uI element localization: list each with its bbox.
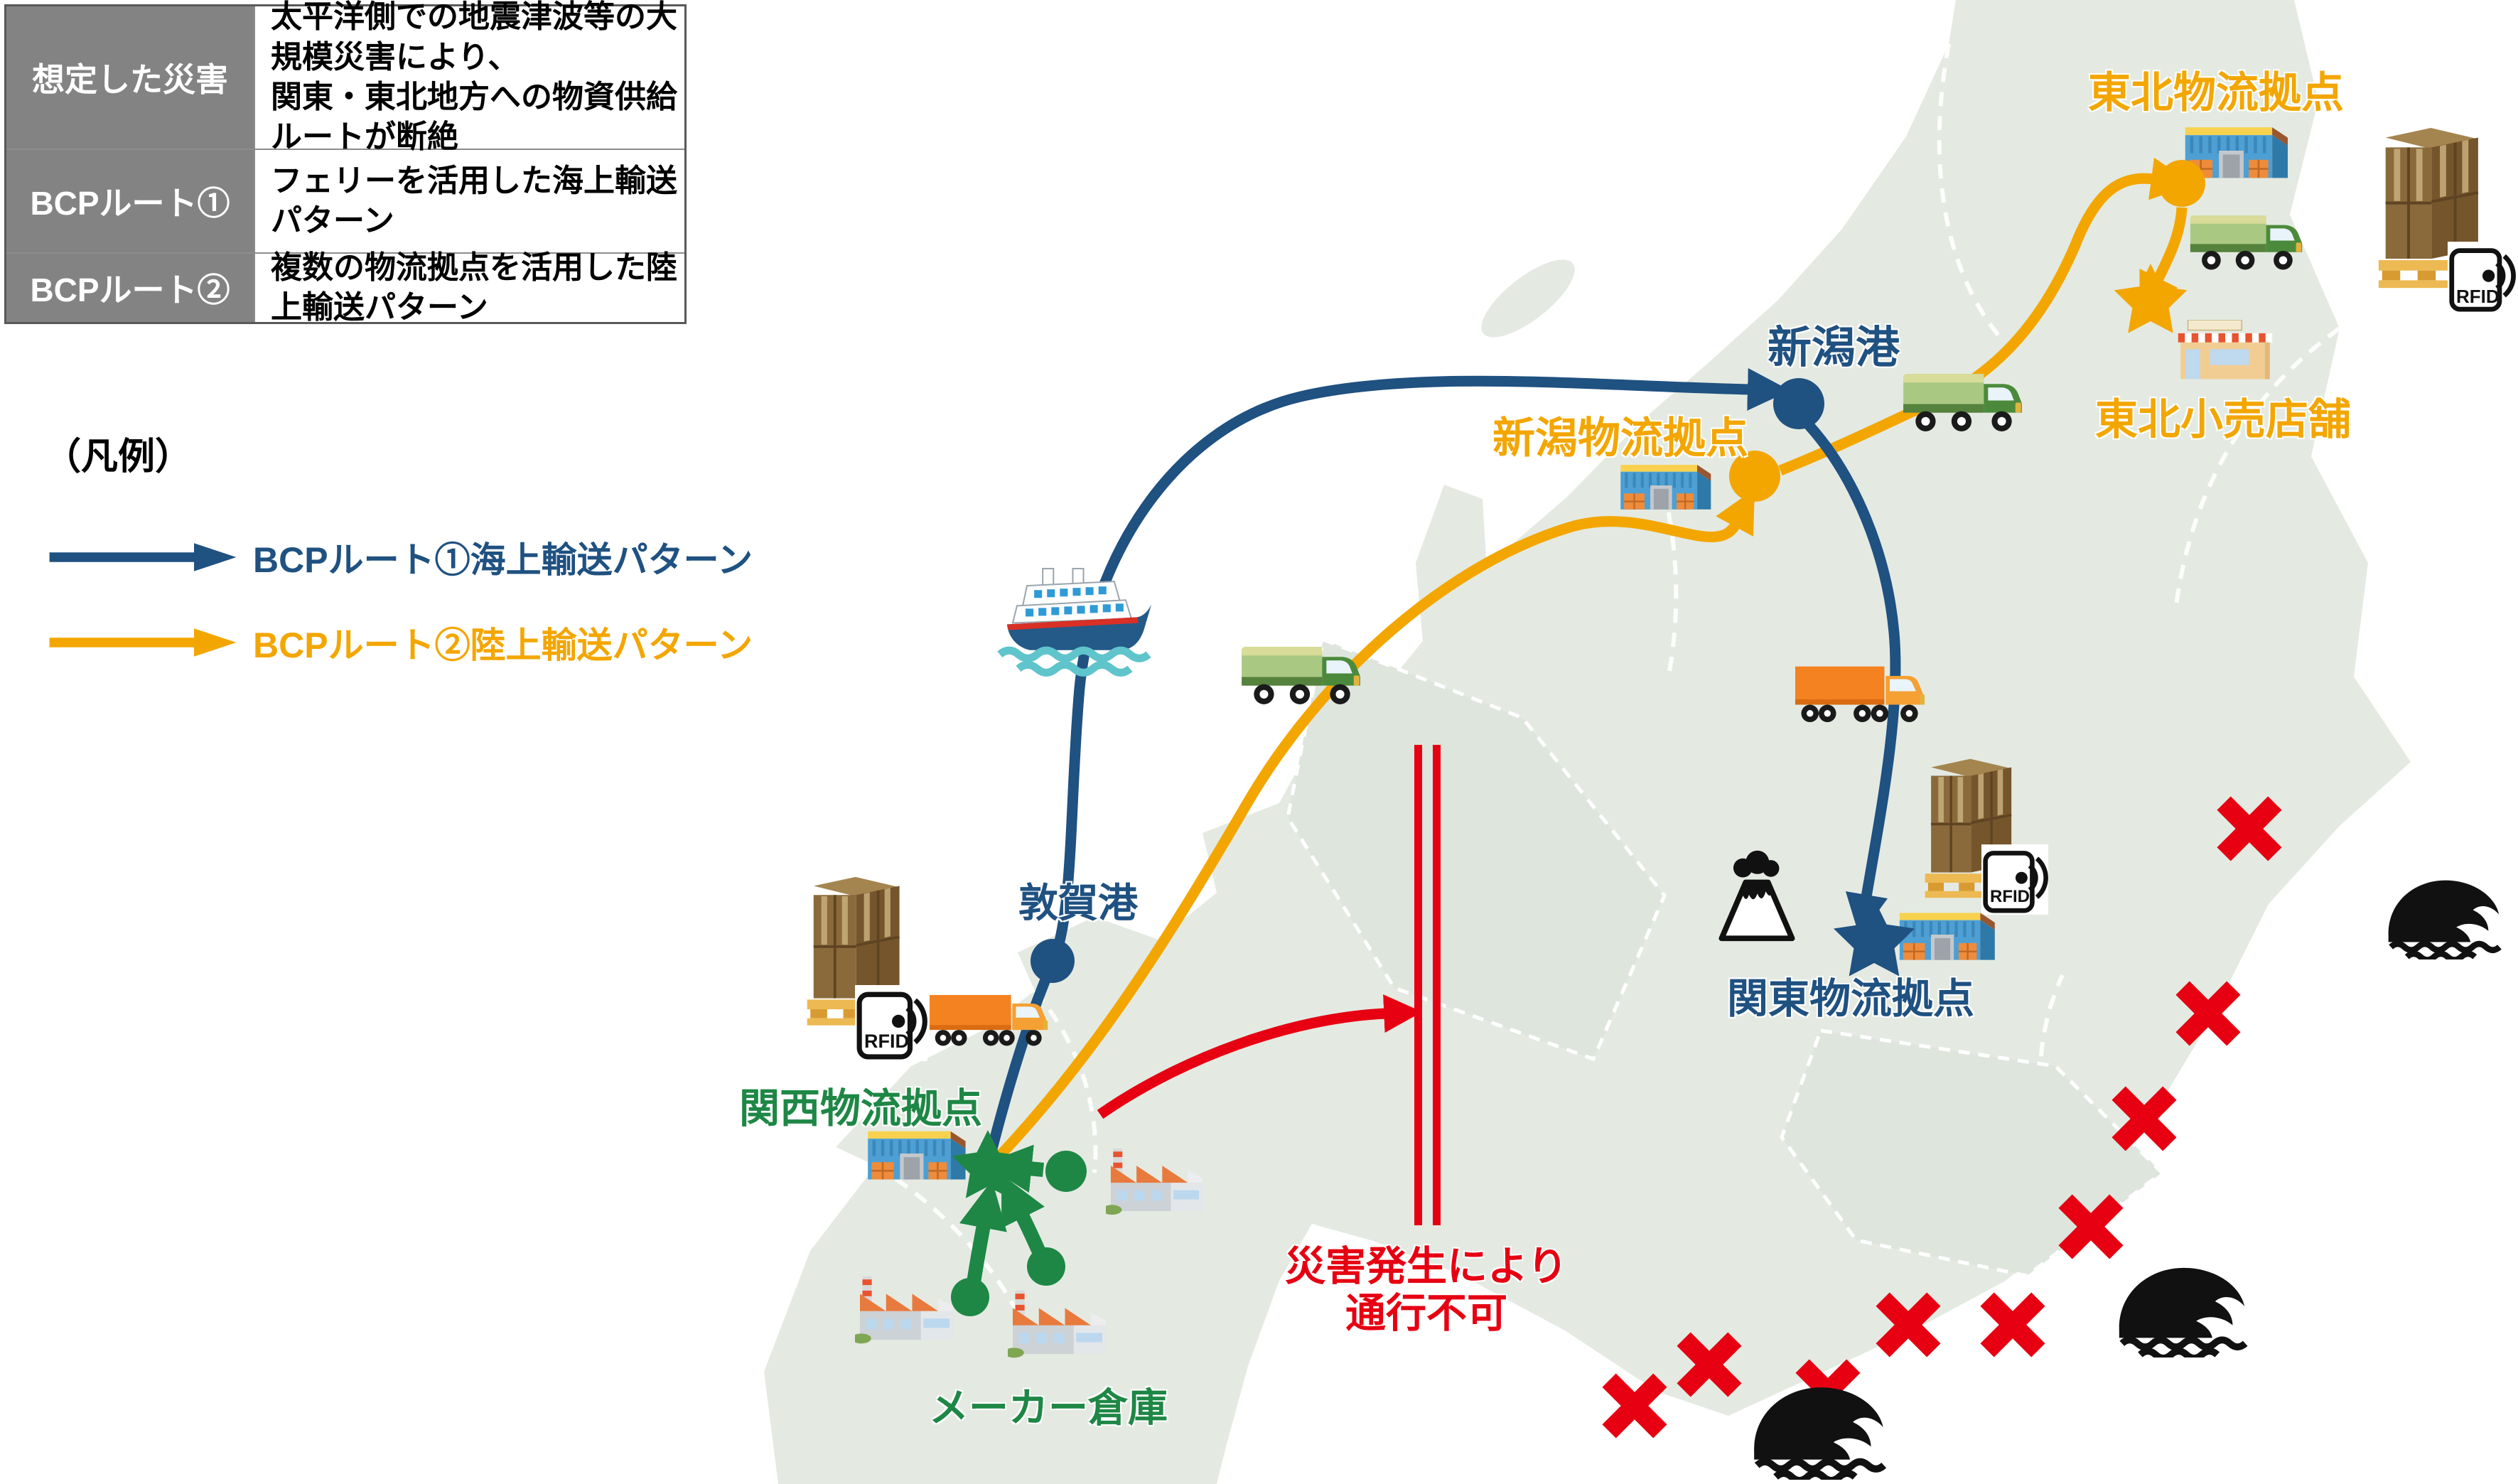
ferry-icon (1000, 569, 1151, 672)
blocked-route-arrow (1097, 994, 1423, 1119)
legend-item-land: BCPルート②陸上輸送パターン (47, 617, 753, 668)
label-niigata-hub: 新潟物流拠点 (1492, 414, 1748, 462)
node-maker-bottomleft (951, 1278, 989, 1316)
table-body-disaster: 太平洋側での地震津波等の大規模災害により、 関東・東北地方への物資供給ルートが断… (271, 0, 677, 155)
route-maker-right-to-kansai-hub (983, 1144, 1044, 1193)
node-tohoku-hub (2158, 160, 2205, 207)
table-header-route1: BCPルート① (6, 150, 255, 252)
table-body-route2: 複数の物流拠点を活用した陸上輸送パターン (271, 249, 677, 325)
node-maker-bottomright (1027, 1247, 1065, 1286)
label-tohoku-hub: 東北物流拠点 (2088, 69, 2344, 117)
table-body-route1: フェリーを活用した海上輸送パターン (271, 163, 677, 238)
legend-label-land: BCPルート②陸上輸送パターン (253, 625, 753, 665)
node-niigata-port (1773, 378, 1824, 429)
label-tohoku-store: 東北小売店舗 (2095, 396, 2351, 443)
blocked-x-icon (1609, 1380, 1660, 1431)
sea-route-arrow-icon (49, 543, 237, 571)
land-route-arrow-icon (49, 628, 237, 657)
table-row: BCPルート② 複数の物流拠点を活用した陸上輸送パターン (6, 249, 684, 325)
table-header-route2: BCPルート② (6, 254, 255, 322)
route-nodes (951, 160, 2205, 1316)
sado-island (1481, 259, 1575, 338)
route-land-tohoku-hub-to-store (2139, 207, 2188, 316)
label-niigata-port: 新潟港 (1768, 323, 1900, 372)
node-tsuruga-port (1031, 939, 1075, 983)
scenario-table: 想定した災害 太平洋側での地震津波等の大規模災害により、 関東・東北地方への物資… (4, 0, 687, 325)
label-kanto-hub: 関東物流拠点 (1727, 976, 1975, 1022)
route-land-niigata-hub-to-tohoku-hub (1778, 157, 2194, 475)
rfid-tag-label: RFID (2456, 286, 2500, 307)
table-row: BCPルート① フェリーを活用した海上輸送パターン (6, 150, 684, 254)
node-maker-right (1045, 1151, 1087, 1192)
node-niigata-hub (1729, 451, 1780, 502)
label-kansai-hub: 関西物流拠点 (739, 1086, 982, 1131)
rfid-tag-label: RFID (1990, 887, 2030, 906)
tsunami-icon (2389, 881, 2500, 960)
legend-title: （凡例） (44, 436, 193, 478)
route-sea-niigata-port-to-kanto-hub (1804, 421, 1901, 937)
table-row: 想定した災害 太平洋側での地震津波等の大規模災害により、 関東・東北地方への物資… (6, 0, 684, 155)
legend-item-sea: BCPルート①海上輸送パターン (47, 532, 753, 583)
tsunami-icon (1754, 1387, 1884, 1480)
warehouse-icon-kanto (1900, 913, 1995, 959)
rfid-tag-label: RFID (864, 1031, 909, 1052)
label-road-closed: 災害発生により 通行不可 (1285, 1244, 1568, 1336)
legend-label-sea: BCPルート①海上輸送パターン (253, 540, 753, 580)
label-tsuruga-port: 敦賀港 (1018, 881, 1138, 925)
tsunami-icon (2119, 1268, 2245, 1358)
table-header-disaster: 想定した災害 (6, 6, 255, 149)
blocked-x-icon (1987, 1299, 2038, 1350)
label-maker-warehouse: メーカー倉庫 (929, 1385, 1168, 1430)
warehouse-icon-kansai (868, 1131, 965, 1180)
japan-landmass (764, 0, 2411, 1484)
road-closed-barrier (1414, 745, 1441, 1225)
warehouse-icon-niigata (1620, 465, 1711, 510)
